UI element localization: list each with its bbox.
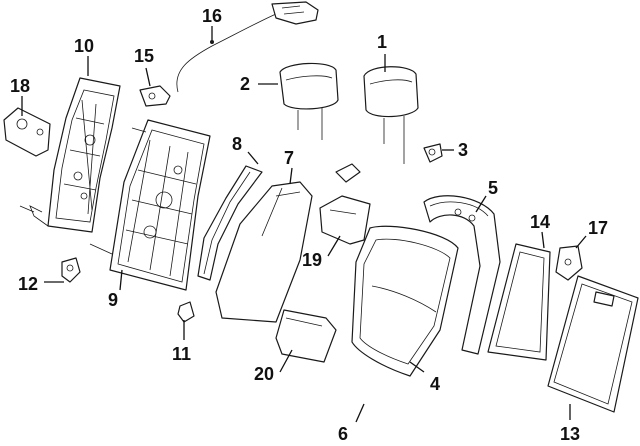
part-small-clip[interactable] [335, 163, 361, 183]
callout-1[interactable]: 1 [377, 32, 387, 52]
leader-lines [21, 26, 587, 423]
callout-labels: 1 2 3 4 5 6 7 8 9 10 11 12 13 14 17 15 1… [10, 6, 608, 444]
part-trim-strip[interactable] [197, 165, 263, 281]
callout-3[interactable]: 3 [458, 140, 468, 160]
callout-14[interactable]: 14 [530, 212, 550, 232]
callout-6[interactable]: 6 [338, 424, 348, 444]
part-latch-12[interactable] [61, 257, 81, 283]
part-clip-15[interactable] [139, 85, 171, 107]
part-headrest-1[interactable] [363, 66, 419, 164]
part-side-bolster[interactable] [215, 181, 313, 323]
part-seat-back-frame-left[interactable] [19, 77, 121, 233]
part-headrest-guide[interactable] [423, 143, 443, 163]
callout-15[interactable]: 15 [134, 46, 154, 66]
callout-2[interactable]: 2 [240, 74, 250, 94]
callout-5[interactable]: 5 [488, 178, 498, 198]
part-wiring-harness[interactable] [176, 1, 319, 93]
callout-4[interactable]: 4 [430, 374, 440, 394]
callout-8[interactable]: 8 [232, 134, 242, 154]
callout-9[interactable]: 9 [108, 290, 118, 310]
callout-19[interactable]: 19 [302, 250, 322, 270]
part-backrest-panel[interactable] [423, 195, 501, 355]
callout-20[interactable]: 20 [254, 364, 274, 384]
part-clip-11[interactable] [177, 301, 195, 323]
part-pocket[interactable] [275, 309, 337, 363]
part-seat-back-cover[interactable] [351, 225, 459, 377]
part-seat-back-frame-right[interactable] [89, 119, 211, 291]
part-headrest-2[interactable] [279, 62, 339, 140]
part-clip-17[interactable] [555, 245, 583, 281]
part-back-panel[interactable] [547, 275, 639, 413]
part-trim-panel[interactable] [487, 243, 551, 361]
callout-12[interactable]: 12 [18, 274, 38, 294]
callout-15[interactable]: 17 [588, 218, 608, 238]
callout-18[interactable]: 18 [10, 76, 30, 96]
callout-13[interactable]: 13 [560, 424, 580, 444]
callout-16[interactable]: 16 [202, 6, 222, 26]
callout-11[interactable]: 11 [172, 344, 191, 364]
callout-7[interactable]: 7 [284, 148, 294, 168]
part-trim-cover[interactable] [319, 195, 371, 245]
callout-10[interactable]: 10 [74, 36, 94, 56]
part-bracket[interactable] [3, 107, 51, 157]
